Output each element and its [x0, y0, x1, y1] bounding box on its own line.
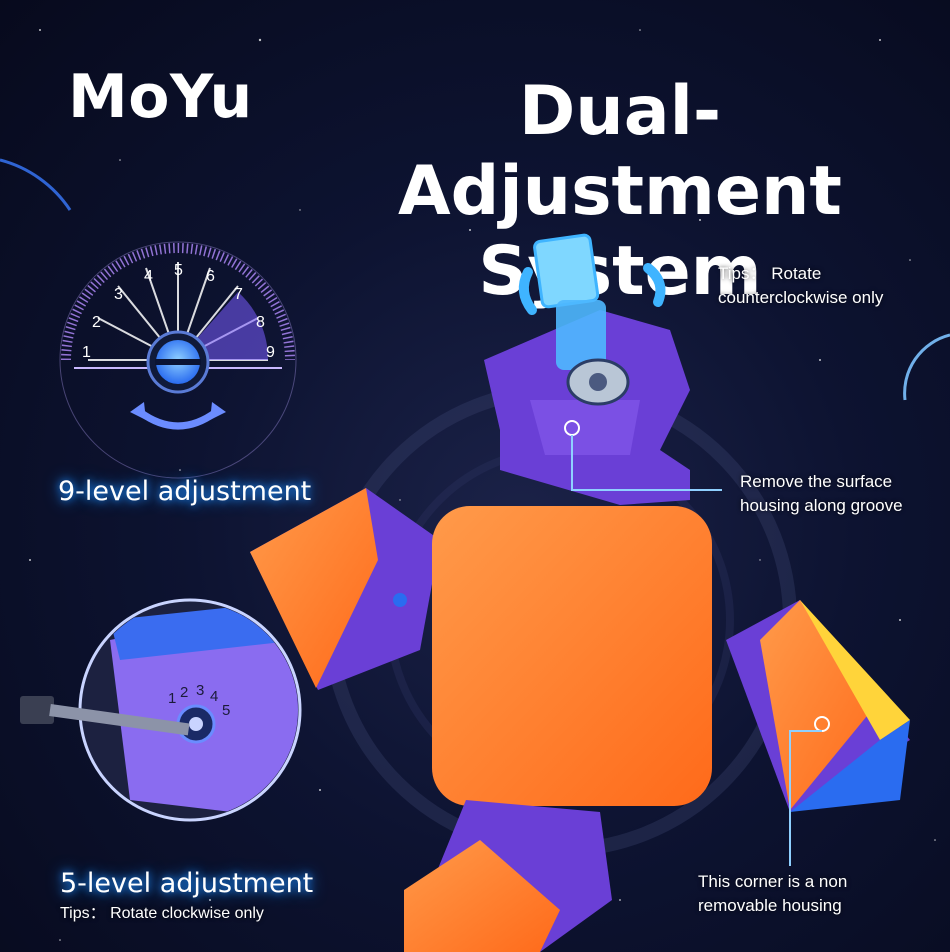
- corner-note-line-2: removable housing: [698, 896, 842, 915]
- dial-number-9: 9: [266, 344, 275, 361]
- screw-number-4: 4: [210, 688, 219, 705]
- screw-number-2: 2: [180, 684, 189, 701]
- screw-number-1: 1: [168, 690, 177, 707]
- brand-logo-text: MoYu: [68, 62, 253, 132]
- five-level-label: 5-level adjustment: [60, 868, 314, 899]
- dial-number-4: 4: [144, 268, 153, 285]
- top-tip-line-2: counterclockwise only: [718, 288, 884, 307]
- dial-number-3: 3: [114, 286, 123, 303]
- remove-note-line-2: housing along groove: [740, 496, 903, 515]
- top-tip: Tips： Rotate counterclockwise only: [718, 262, 883, 310]
- screw-number-3: 3: [196, 682, 205, 699]
- dial-number-6: 6: [206, 268, 215, 285]
- nine-level-label: 9-level adjustment: [58, 476, 312, 507]
- dial-number-8: 8: [256, 314, 265, 331]
- dial-number-2: 2: [92, 314, 101, 331]
- dial-number-7: 7: [234, 286, 243, 303]
- corner-note: This corner is a non removable housing: [698, 870, 847, 918]
- screw-number-5: 5: [222, 702, 231, 719]
- bottom-tip: Tips： Rotate clockwise only: [60, 905, 264, 922]
- dial-number-1: 1: [82, 344, 91, 361]
- top-tip-line-1: Tips： Rotate: [718, 264, 822, 283]
- remove-housing-note: Remove the surface housing along groove: [740, 470, 903, 518]
- title-line-1: Dual-Adjustment: [398, 72, 842, 231]
- remove-note-line-1: Remove the surface: [740, 472, 893, 491]
- dial-number-5: 5: [174, 262, 183, 279]
- corner-note-line-1: This corner is a non: [698, 872, 848, 891]
